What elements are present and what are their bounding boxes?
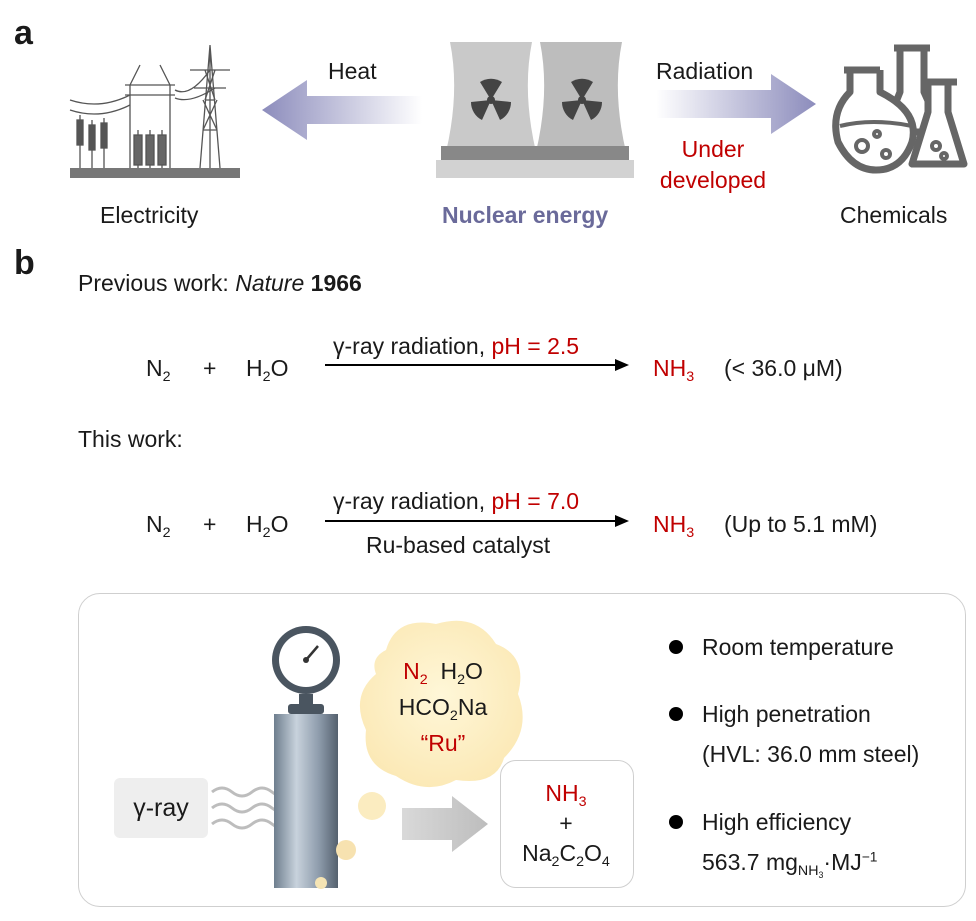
process-arrow <box>402 796 488 852</box>
feature-high-penetration: High penetration <box>702 701 871 727</box>
reactor-vessel-icon <box>272 626 340 888</box>
panel-a-label: a <box>14 14 33 52</box>
bullet-icon <box>669 707 683 721</box>
reactant-cloud <box>336 620 523 860</box>
reaction2-reactant-n2: N2 <box>146 511 171 541</box>
bullet-icon <box>669 815 683 829</box>
bullet-icon <box>669 640 683 654</box>
summary-box <box>78 593 966 907</box>
electricity-label: Electricity <box>100 202 199 228</box>
power-lines-icon <box>69 44 240 178</box>
heat-label: Heat <box>328 58 377 84</box>
reaction1-reactant-h2o: H2O <box>246 355 289 385</box>
reaction2-catalyst: Ru-based catalyst <box>366 532 551 558</box>
radiation-arrow <box>656 74 816 134</box>
reaction1-product-nh3: NH3 <box>653 355 695 385</box>
product-nh3: NH3 <box>545 780 587 810</box>
product-plus: + <box>559 810 573 836</box>
reaction1-result: (< 36.0 μM) <box>724 355 843 381</box>
product-oxalate: Na2C2O4 <box>522 840 610 870</box>
cloud-n2-h2o: N2 H2O <box>403 658 483 688</box>
this-work-heading: This work: <box>78 426 183 452</box>
reaction1-arrow <box>325 359 629 371</box>
products-box <box>500 760 634 888</box>
reaction2-plus: + <box>203 511 217 537</box>
radiation-label: Radiation <box>656 58 754 84</box>
chemicals-label: Chemicals <box>840 202 948 228</box>
nuclear-plant-icon <box>436 42 634 178</box>
nuclear-energy-label: Nuclear energy <box>442 202 609 228</box>
gamma-ray-label: γ-ray <box>114 778 208 838</box>
feature-efficiency-value: 563.7 mgNH3·MJ−1 <box>702 849 878 881</box>
feature-hvl-detail: (HVL: 36.0 mm steel) <box>702 741 920 767</box>
cloud-formate: HCO2Na <box>398 694 488 724</box>
underdeveloped-label: Under developed <box>659 136 767 193</box>
reaction1-condition: γ-ray radiation, pH = 2.5 <box>333 333 580 359</box>
feature-room-temperature: Room temperature <box>702 634 894 660</box>
cloud-ru: “Ru” <box>420 730 466 756</box>
reaction2-arrow <box>325 515 629 527</box>
panel-b-label: b <box>14 244 35 282</box>
reaction2-result: (Up to 5.1 mM) <box>724 511 878 537</box>
previous-work-heading: Previous work: Nature 1966 <box>78 270 362 296</box>
reaction2-reactant-h2o: H2O <box>246 511 289 541</box>
heat-arrow <box>262 80 422 140</box>
reaction2-condition: γ-ray radiation, pH = 7.0 <box>333 488 580 514</box>
bubble-icon <box>315 877 327 889</box>
reaction2-product-nh3: NH3 <box>653 511 695 541</box>
chemical-flasks-icon <box>832 44 968 174</box>
reaction1-reactant-n2: N2 <box>146 355 171 385</box>
feature-high-efficiency: High efficiency <box>702 809 852 835</box>
reaction1-plus: + <box>203 355 217 381</box>
